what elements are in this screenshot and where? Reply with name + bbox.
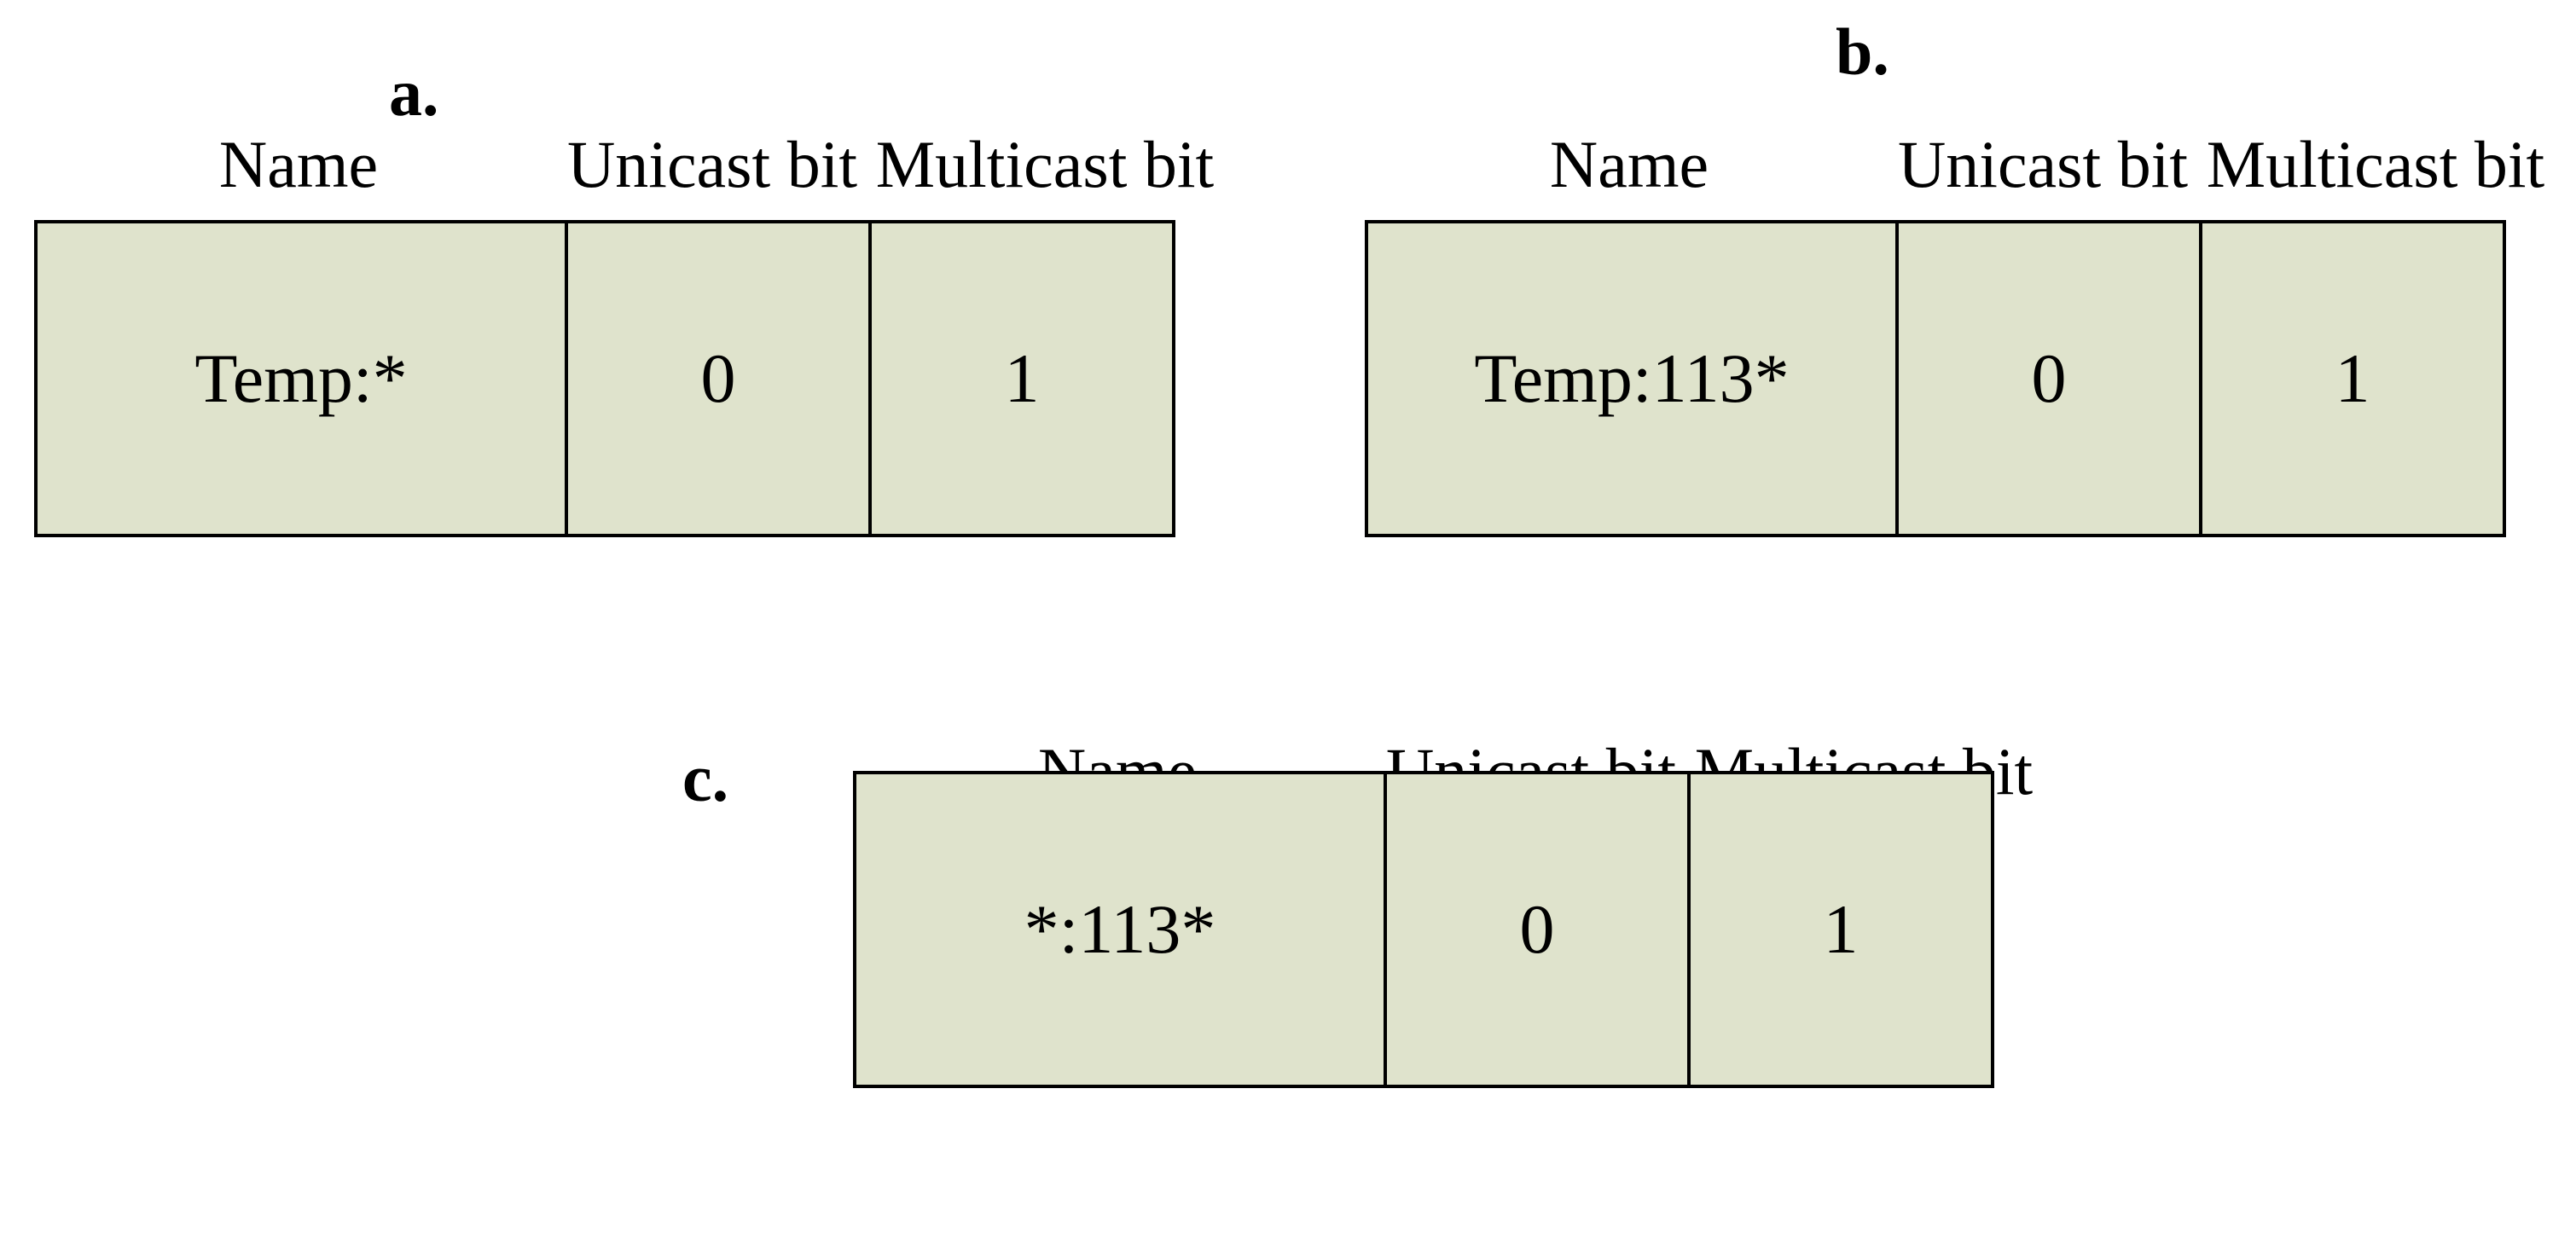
unicast-bit-cell: 0 <box>1899 223 2202 534</box>
header-unicast-bit: Unicast bit <box>566 127 858 201</box>
panel-a: a. Name Unicast bit Multicast bit Temp:*… <box>34 34 1214 546</box>
header-row: Name Unicast bit Multicast bit <box>1365 126 2544 203</box>
panel-label: c. <box>682 741 729 815</box>
unicast-bit-cell: 0 <box>568 223 872 534</box>
name-cell: Temp:113* <box>1368 223 1899 534</box>
panel-c: c. Name Unicast bit Multicast bit *:113*… <box>682 733 2033 1245</box>
multicast-bit-cell: 1 <box>1823 890 1859 968</box>
header-multicast-bit: Multicast bit <box>2206 127 2545 201</box>
header-unicast-bit: Unicast bit <box>1897 127 2189 201</box>
unicast-bit-cell: 0 <box>1387 774 1691 1085</box>
panel-label: b. <box>1836 14 1889 89</box>
header-name: Name <box>218 127 379 201</box>
panel-b: b. Name Unicast bit Multicast bit Temp:1… <box>1365 0 2544 537</box>
name-cell: *:113* <box>856 774 1387 1085</box>
multicast-bit-cell: 1 <box>2335 339 2370 417</box>
multicast-bit-cell: 1 <box>1004 339 1040 417</box>
record-row: Temp:113* 0 1 <box>1365 220 2506 537</box>
name-cell: Temp:* <box>38 223 568 534</box>
header-name: Name <box>1549 127 1709 201</box>
record-row: Temp:* 0 1 <box>34 220 1175 537</box>
panel-label: a. <box>389 55 439 130</box>
record-row: *:113* 0 1 <box>853 771 1994 1088</box>
header-row: Name Unicast bit Multicast bit <box>34 126 1214 203</box>
header-multicast-bit: Multicast bit <box>875 127 1215 201</box>
